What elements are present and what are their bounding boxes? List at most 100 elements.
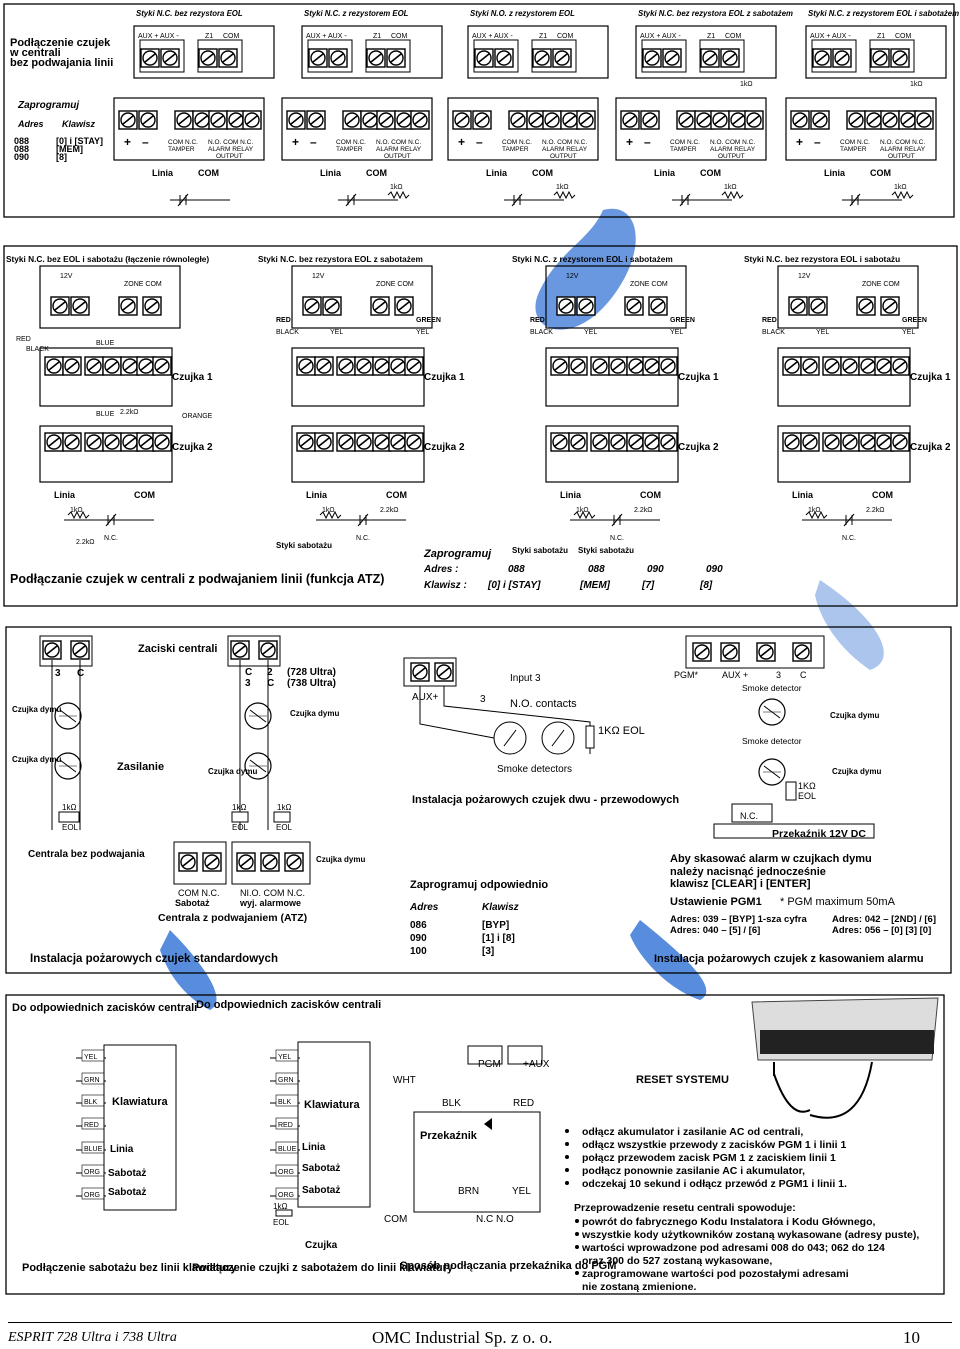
alarm-relay-label: ALARM RELAY: [710, 146, 756, 153]
wire-label: ORG: [84, 1192, 100, 1199]
term-z1: Z1: [877, 33, 885, 40]
terminal-screw: [84, 356, 104, 376]
reset-effect: wartości wprowadzone pod adresami 008 do…: [581, 1242, 885, 1254]
terminal-screw: [858, 356, 878, 376]
terminal-screw: [336, 432, 356, 452]
terminal-screw: [242, 110, 262, 130]
p2-addr-4: 090: [706, 564, 723, 575]
bullet: [565, 1142, 569, 1146]
nc-contact-symbol: [837, 513, 861, 527]
r1k-kp: 1kΩ: [273, 1202, 287, 1211]
zaciski-label: Zaciski centrali: [138, 643, 218, 655]
terminal-screw: [142, 296, 162, 316]
sabotaz-mid-1: Sabotaż: [302, 1163, 340, 1174]
aux-relay: +AUX: [523, 1059, 550, 1070]
p2-key-2: [MEM]: [579, 580, 611, 591]
n3-label-2: 3: [245, 678, 251, 689]
terminal-screw: [550, 356, 570, 376]
r1k-label: 1kΩ: [390, 184, 403, 191]
terminal-screw: [388, 356, 408, 376]
eol-std-1: EOL: [62, 823, 79, 832]
tamper-label: TAMPER: [336, 146, 363, 153]
program-label: Zaprogramuj: [17, 100, 79, 111]
alarm-relay-label: ALARM RELAY: [542, 146, 588, 153]
linia-label: Linia: [486, 168, 508, 178]
r22k-label: 2.2kΩ: [380, 507, 398, 514]
reset-head: Przeprowadzenie resetu centrali spowoduj…: [574, 1202, 796, 1214]
terminal-screw: [640, 110, 660, 130]
r1k-label: 1kΩ: [724, 184, 737, 191]
tamper-label: TAMPER: [168, 146, 195, 153]
resistor-symbol: [721, 191, 744, 199]
panel-terminal-block: [545, 265, 687, 329]
term-aux: AUX + AUX -: [810, 33, 851, 40]
detector-box-2: [291, 425, 425, 483]
wire-label: ORG: [278, 1169, 294, 1176]
red-label: RED: [762, 317, 777, 324]
minus-sign: –: [142, 135, 149, 149]
term-com: COM: [725, 33, 742, 40]
terminal-screw: [62, 356, 82, 376]
wire-label: BLK: [278, 1099, 292, 1106]
term-group: [139, 39, 185, 73]
nc-contact-symbol: [605, 513, 629, 527]
terminal-screw: [556, 296, 576, 316]
terminal-screw: [314, 356, 334, 376]
terminal-screw: [576, 296, 596, 316]
panel1-header: Styki N.C. bez rezystora EOL: [136, 9, 243, 18]
green-label: GREEN: [670, 317, 695, 324]
bullet: [575, 1245, 579, 1249]
detector-box-2: [777, 425, 911, 483]
panel2-header: Styki N.C. bez rezystora EOL i sabotażu: [744, 254, 900, 264]
term-group: [869, 39, 915, 73]
terminal-screw: [590, 432, 610, 452]
terminal-screw: [366, 48, 386, 68]
reset-step: odłącz akumulator i zasilanie AC od cent…: [582, 1126, 803, 1138]
blue-label-2: BLUE: [96, 411, 115, 418]
minus-sign: –: [644, 135, 651, 149]
zone-com-label: ZONE COM: [376, 281, 414, 288]
blk-relay: BLK: [442, 1098, 461, 1109]
panel-keypad-relay-reset: Do odpowiednich zacisków centrali Do odp…: [5, 994, 945, 1295]
r1k-eol-two: 1KΩ EOL: [598, 725, 645, 737]
panel-fire-detectors: 3 C Zaciski centrali C 2 3 C (728 Ultra)…: [5, 626, 952, 974]
green-label: GREEN: [416, 317, 441, 324]
terminal-screw: [84, 432, 104, 452]
czujka1-label: Czujka 1: [678, 372, 719, 383]
panel2-header: Styki N.C. bez EOL i sabotażu (łączenie …: [6, 254, 209, 264]
eol-reset: EOL: [798, 791, 816, 801]
r1k-label: 1kΩ: [576, 507, 589, 514]
panel2-title: Podłączanie czujek w centrali z podwajan…: [10, 572, 384, 586]
black-label: BLACK: [26, 346, 49, 353]
panel2-klawisz: Klawisz :: [424, 580, 467, 591]
smoke-detector-label-2: Smoke detector: [742, 736, 802, 746]
bullet: [565, 1181, 569, 1185]
pgm1-label: Ustawienie PGM1: [670, 896, 762, 908]
auxp-label: AUX+: [412, 692, 439, 703]
panel-terminal-block: [39, 265, 181, 329]
r22k-label: 2.2kΩ: [634, 507, 652, 514]
smoke-detector-5: [758, 698, 786, 726]
panel1-header: Styki N.C. z rezystorem EOL i sabotażem: [808, 9, 959, 18]
com-label: COM: [640, 490, 661, 500]
terminal-screw: [658, 432, 678, 452]
terminal-screw: [858, 432, 878, 452]
wire-label: GRN: [278, 1077, 294, 1084]
terminal-screw: [50, 296, 70, 316]
red-label: RED: [530, 317, 545, 324]
std-wyj-alarmowe: wyj. alarmowe: [239, 898, 301, 908]
czujka2-label: Czujka 2: [172, 442, 213, 453]
tamper-label: TAMPER: [840, 146, 867, 153]
terminal-screw: [208, 110, 228, 130]
reset-systemu: RESET SYSTEMU: [636, 1074, 729, 1086]
nc-reset: N.C.: [740, 811, 758, 821]
smoke-detector-3: [244, 702, 272, 730]
terminal-screw: [62, 432, 82, 452]
linia-label: Linia: [152, 168, 174, 178]
nc-contact-symbol: [505, 193, 529, 207]
r1k-label: 1kΩ: [808, 507, 821, 514]
terminal-screw: [890, 432, 910, 452]
terminal-screw: [788, 296, 808, 316]
r22k-label: 2.2kΩ: [866, 507, 884, 514]
wire-label: BLUE: [278, 1146, 297, 1153]
